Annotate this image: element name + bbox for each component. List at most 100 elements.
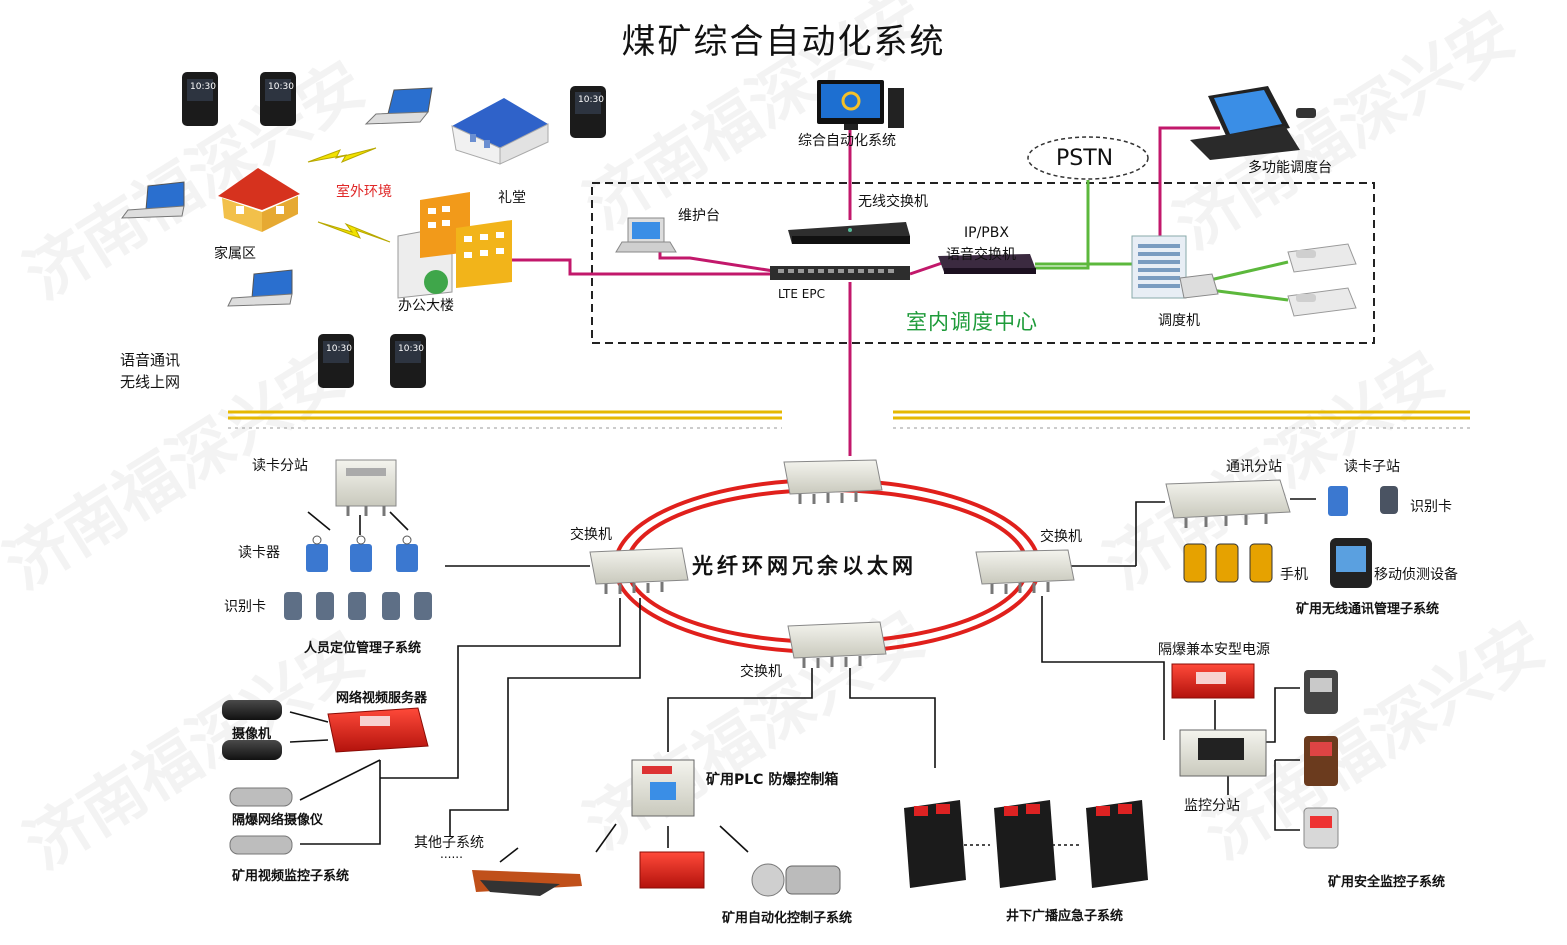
- label-plc: 矿用PLC 防爆控制箱: [706, 772, 839, 788]
- camera-icon: [222, 700, 282, 760]
- card-reader-icon: [1328, 486, 1348, 516]
- mine-phone-icon: [1183, 543, 1273, 583]
- wireless-lightning-icon: [317, 221, 391, 243]
- sensor-icon: [1304, 670, 1338, 714]
- label-card-reader: 读卡器: [238, 545, 280, 561]
- ip-pbx-icon: [938, 254, 1036, 274]
- label-fiber-ring: 光纤环网冗余以太网: [690, 550, 919, 580]
- label-lte-epc: LTE EPC: [778, 287, 825, 301]
- desk-phone-icon: [1287, 287, 1357, 317]
- monitor-station-icon: [1179, 729, 1267, 777]
- label-ip-pbx: IP/PBX: [964, 225, 1009, 241]
- label-safety-system: 矿用安全监控子系统: [1328, 875, 1446, 890]
- label-power-supply: 隔爆兼本安型电源: [1158, 642, 1270, 658]
- card-substation-icon: [335, 459, 397, 516]
- connection-line: [1265, 687, 1300, 743]
- conveyor-icon: [472, 870, 582, 896]
- connection-line: [299, 759, 381, 801]
- label-id-card-right: 识别卡: [1410, 499, 1452, 515]
- card-reader-icon: [306, 535, 328, 572]
- label-dispatch-center: 室内调度中心: [906, 310, 1038, 334]
- power-supply-icon: [1171, 663, 1255, 699]
- pstn-cloud: [1027, 136, 1149, 180]
- label-switch-right: 交换机: [1040, 529, 1082, 545]
- ground-line-right: [893, 410, 1470, 429]
- card-reader-icon: [350, 535, 372, 572]
- connection-line: [719, 825, 749, 853]
- label-video-system: 矿用视频监控子系统: [232, 869, 350, 884]
- label-personnel-system: 人员定位管理子系统: [304, 641, 422, 656]
- label-video-server: 网络视频服务器: [336, 691, 428, 706]
- connection-line: [380, 598, 621, 779]
- video-server-icon: [327, 707, 429, 753]
- connection-line: [1274, 760, 1300, 831]
- wireless-switch-icon: [788, 222, 910, 244]
- desk-phone-icon: [1287, 243, 1357, 273]
- pump-motor-icon: [751, 863, 841, 897]
- label-switch-bottom: 交换机: [740, 664, 782, 680]
- handheld-terminal-icon: [390, 334, 426, 388]
- label-voice-switch: 语音交换机: [946, 247, 1016, 263]
- handset-time: 10:30: [268, 82, 294, 92]
- label-monitor-station: 监控分站: [1184, 798, 1240, 814]
- label-other-sub: 其他子系统: [414, 835, 484, 851]
- label-office-building: 办公大楼: [398, 298, 454, 314]
- connection-line: [1041, 596, 1165, 740]
- label-pstn: PSTN: [1056, 146, 1114, 171]
- connection-line: [499, 847, 519, 863]
- link-line: [658, 250, 781, 274]
- handheld-terminal-icon: [318, 334, 354, 388]
- handset-time: 10:30: [578, 95, 604, 105]
- ring-switch-top: [783, 459, 883, 504]
- computer-monitor-icon: [817, 80, 904, 130]
- laptop-icon: [615, 217, 677, 253]
- label-camera: 摄像机: [232, 727, 272, 742]
- handset-time: 10:30: [398, 344, 424, 354]
- sensor-icon: [1304, 736, 1338, 786]
- label-automation-system: 综合自动化系统: [798, 133, 896, 149]
- handset-time: 10:30: [326, 344, 352, 354]
- dispatch-console-icon: [1190, 86, 1316, 160]
- id-card-icon: [1380, 486, 1398, 514]
- ring-switch-bottom: [787, 621, 887, 668]
- explosion-switch-icon: [639, 851, 705, 889]
- lte-epc-switch-icon: [770, 266, 910, 280]
- handset-time: 10:30: [190, 82, 216, 92]
- page-title: 煤矿综合自动化系统: [621, 22, 946, 62]
- laptop-icon: [364, 87, 433, 125]
- label-multi-console: 多功能调度台: [1248, 160, 1332, 176]
- broadcast-box-icon: [904, 800, 966, 888]
- label-switch-left: 交换机: [570, 527, 612, 543]
- label-card-sub: 读卡子站: [1344, 459, 1400, 475]
- id-card-icon: [284, 592, 432, 620]
- dispatcher-cabinet-icon: [1131, 235, 1219, 299]
- label-wireless-switch: 无线交换机: [858, 194, 928, 210]
- laptop-icon: [120, 181, 185, 219]
- label-explosion-camera: 隔爆网络摄像仪: [232, 813, 324, 828]
- handheld-terminal-icon: [260, 72, 296, 126]
- connection-line: [389, 511, 409, 531]
- connection-line: [449, 598, 641, 836]
- connection-line: [307, 511, 331, 531]
- connection-line: [1135, 501, 1165, 566]
- label-family-area: 家属区: [214, 246, 256, 262]
- label-maintenance: 维护台: [678, 208, 720, 224]
- ring-switch-left: [589, 547, 689, 594]
- dispatch-center-box: [591, 182, 1375, 344]
- link-line: [909, 260, 946, 276]
- laptop-icon: [227, 269, 293, 307]
- label-hall: 礼堂: [498, 190, 526, 206]
- connection-line: [300, 760, 381, 845]
- card-reader-icon: [396, 535, 418, 572]
- link-line: [1158, 126, 1220, 236]
- label-outdoor-env: 室外环境: [336, 184, 392, 200]
- connection-line: [667, 668, 813, 752]
- connection-line: [595, 823, 617, 853]
- label-id-card-left: 识别卡: [224, 599, 266, 615]
- link-line: [1035, 180, 1090, 270]
- label-dispatcher: 调度机: [1158, 313, 1200, 329]
- ring-switch-right: [975, 549, 1075, 594]
- label-comm-substation: 通讯分站: [1226, 459, 1282, 475]
